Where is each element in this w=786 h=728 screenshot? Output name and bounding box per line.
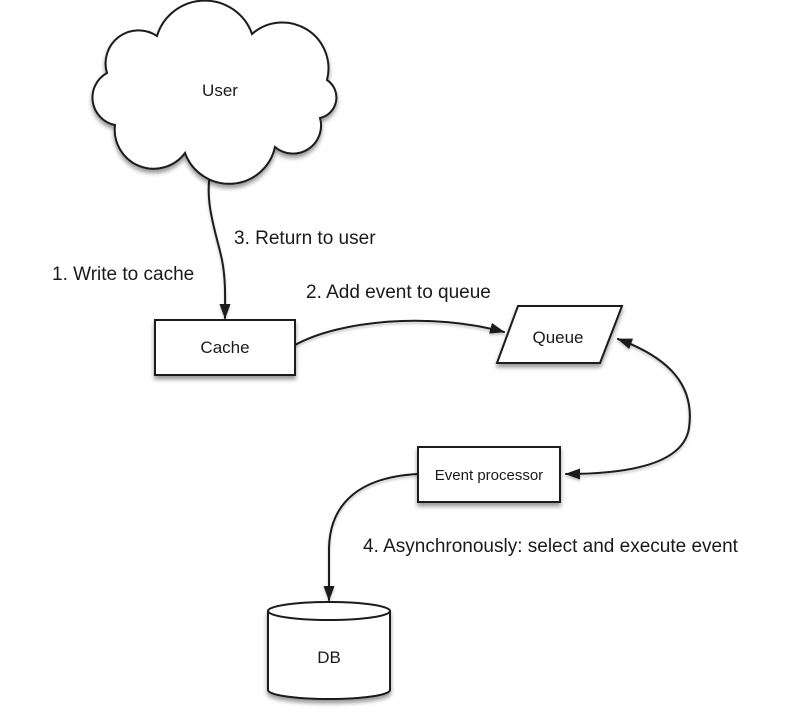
event-processor-to-queue-arrow	[617, 338, 691, 429]
db-cylinder	[267, 601, 391, 700]
user-to-cache-arrow	[207, 165, 231, 319]
step-3-label: 3. Return to user	[234, 228, 376, 249]
step-2-label: 2. Add event to queue	[306, 282, 491, 303]
user-cloud	[91, 0, 338, 185]
event-processor-to-db-arrow	[323, 473, 419, 601]
event-processor-node-label: Event processor	[435, 467, 543, 484]
cache-box	[154, 319, 296, 376]
event-processor-box	[417, 446, 561, 503]
step-1-label: 1. Write to cache	[52, 264, 194, 285]
step-4-label: 4. Asynchronously: select and execute ev…	[363, 536, 739, 557]
queue-node-label: Queue	[532, 328, 583, 347]
user-node-label: User	[202, 81, 238, 100]
db-cylinder-top	[267, 601, 391, 621]
queue-parallelogram	[495, 305, 624, 364]
db-node-label: DB	[317, 648, 341, 667]
cache-node-label: Cache	[200, 338, 249, 357]
queue-to-event-processor-arrow	[565, 427, 690, 480]
cache-to-queue-arrow	[294, 319, 505, 346]
